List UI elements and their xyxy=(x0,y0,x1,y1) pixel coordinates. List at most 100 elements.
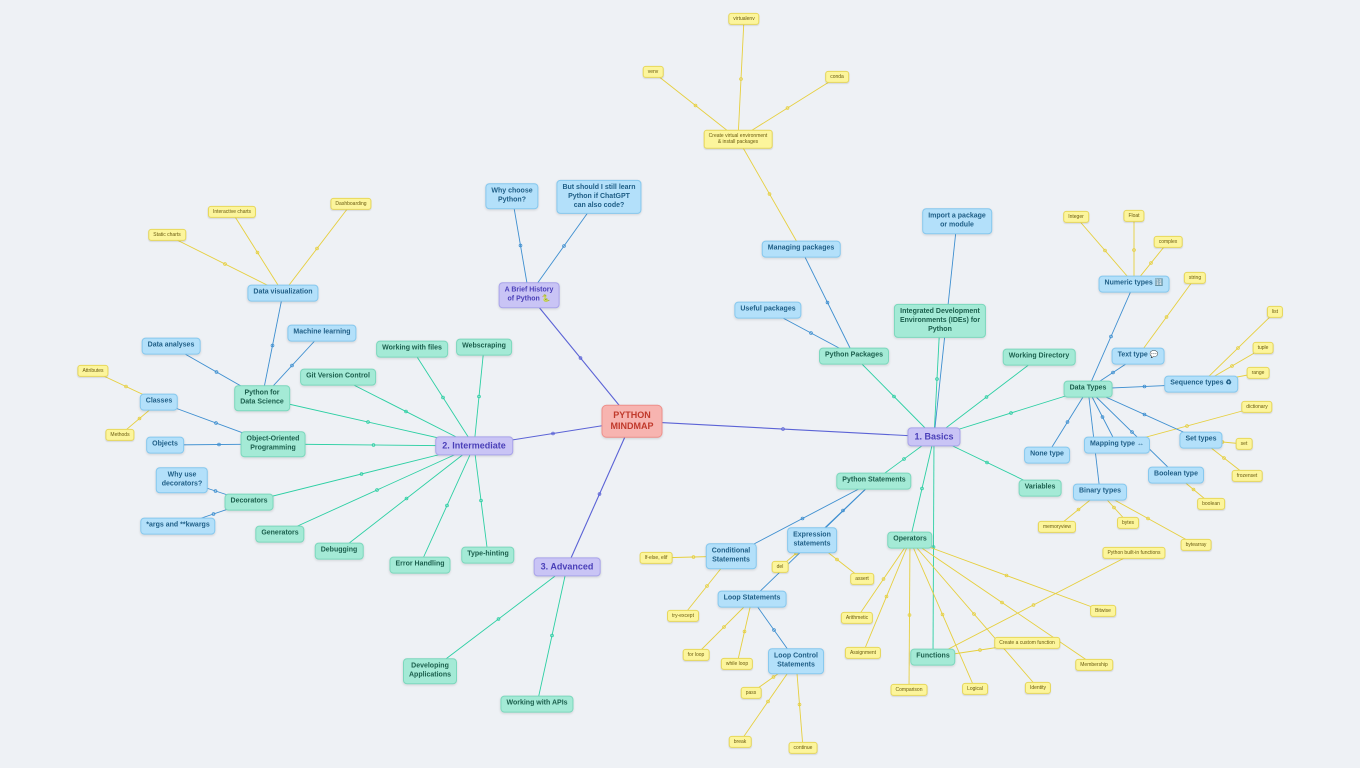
node-interactive[interactable]: Interactive charts xyxy=(207,205,257,219)
node-args[interactable]: *args and **kwargs xyxy=(140,517,216,535)
node-complex[interactable]: complex xyxy=(1153,235,1183,249)
node-range[interactable]: range xyxy=(1246,366,1270,380)
connector-intermediate-decorators xyxy=(248,445,475,503)
node-dashboarding[interactable]: Dashboarding xyxy=(330,197,372,211)
node-dataviz[interactable]: Data visualization xyxy=(247,284,319,302)
node-identity[interactable]: Identity xyxy=(1024,681,1052,695)
node-set[interactable]: set xyxy=(1235,437,1253,451)
node-pyds[interactable]: Python for Data Science xyxy=(234,385,290,411)
node-ide[interactable]: Integrated Development Environments (IDE… xyxy=(893,303,987,339)
node-useful[interactable]: Useful packages xyxy=(734,301,802,319)
node-sequence[interactable]: Sequence types ♻ xyxy=(1164,375,1238,393)
node-custom[interactable]: Create a custom function xyxy=(994,636,1060,650)
node-integer[interactable]: Integer xyxy=(1063,210,1089,224)
node-git[interactable]: Git Version Control xyxy=(300,368,376,386)
node-assignment[interactable]: Assignment xyxy=(844,646,882,660)
node-files[interactable]: Working with files xyxy=(376,340,448,358)
node-boolean[interactable]: boolean xyxy=(1197,497,1225,511)
node-break[interactable]: break xyxy=(728,735,752,749)
node-del[interactable]: del xyxy=(771,560,789,574)
node-bytearray[interactable]: bytearray xyxy=(1180,538,1212,552)
node-text-type[interactable]: Text type 💬 xyxy=(1111,347,1165,365)
node-set-types[interactable]: Set types xyxy=(1179,431,1223,449)
connector-dataviz-static xyxy=(166,234,284,294)
node-static[interactable]: Static charts xyxy=(148,228,186,242)
node-bool-type[interactable]: Boolean type xyxy=(1148,466,1204,484)
connector-dot-venv-virtualenv xyxy=(739,77,743,81)
node-ifelse[interactable]: If-else, elif xyxy=(639,551,673,565)
connector-dot-advanced-apis xyxy=(550,633,554,638)
node-functions[interactable]: Functions xyxy=(910,648,956,666)
node-data-types[interactable]: Data Types xyxy=(1063,380,1113,398)
node-expression[interactable]: Expression statements xyxy=(787,527,837,553)
connector-dot-data_types-mapping xyxy=(1100,415,1105,419)
node-why-decor[interactable]: Why use decorators? xyxy=(155,467,209,493)
node-root[interactable]: PYTHON MINDMAP xyxy=(601,404,663,438)
node-logical[interactable]: Logical xyxy=(962,682,988,696)
node-devapps[interactable]: Developing Applications xyxy=(402,658,458,684)
node-numeric[interactable]: Numeric types 🔢 xyxy=(1098,275,1170,293)
node-workdir[interactable]: Working Directory xyxy=(1002,348,1076,366)
connector-dot-basics-workdir xyxy=(984,395,989,399)
node-operators[interactable]: Operators xyxy=(887,531,933,549)
node-venv-mod[interactable]: venv xyxy=(642,65,664,79)
node-debugging[interactable]: Debugging xyxy=(314,542,364,560)
node-variables[interactable]: Variables xyxy=(1018,479,1062,497)
node-continue[interactable]: continue xyxy=(788,741,818,755)
node-attributes[interactable]: Attributes xyxy=(77,364,109,378)
node-tryexcept[interactable]: try-except xyxy=(667,609,699,623)
node-list[interactable]: list xyxy=(1266,305,1284,319)
node-methods[interactable]: Methods xyxy=(105,428,135,442)
node-analyses[interactable]: Data analyses xyxy=(141,337,201,355)
connector-dot-bool_type-boolean xyxy=(1191,487,1196,492)
node-typehint[interactable]: Type-hinting xyxy=(461,546,515,564)
node-chatgpt[interactable]: But should I still learn Python if ChatG… xyxy=(556,179,642,215)
node-bytes[interactable]: bytes xyxy=(1117,516,1139,530)
node-builtin[interactable]: Python built-in functions xyxy=(1102,546,1166,560)
node-float[interactable]: Float xyxy=(1123,209,1145,223)
node-import-pkg[interactable]: Import a package or module xyxy=(922,208,992,234)
node-venv[interactable]: Create virtual environment & install pac… xyxy=(703,129,773,149)
node-memoryview[interactable]: memoryview xyxy=(1037,520,1077,534)
node-intermediate[interactable]: 2. Intermediate xyxy=(435,436,513,456)
node-whileloop[interactable]: while loop xyxy=(720,657,754,671)
connector-history-why_python xyxy=(511,195,530,296)
node-py-statements[interactable]: Python Statements xyxy=(836,472,912,490)
node-arithmetic[interactable]: Arithmetic xyxy=(840,611,874,625)
node-classes[interactable]: Classes xyxy=(139,393,179,411)
node-generators[interactable]: Generators xyxy=(255,525,305,543)
node-objects[interactable]: Objects xyxy=(146,436,184,454)
node-oop[interactable]: Object-Oriented Programming xyxy=(240,431,306,457)
node-loop[interactable]: Loop Statements xyxy=(717,590,787,608)
node-conda[interactable]: conda xyxy=(825,70,849,84)
node-py-packages[interactable]: Python Packages xyxy=(819,347,889,365)
node-frozenset[interactable]: frozenset xyxy=(1231,469,1263,483)
node-conditional[interactable]: Conditional Statements xyxy=(705,543,757,569)
node-virtualenv[interactable]: virtualenv xyxy=(728,12,760,26)
node-forloop[interactable]: for loop xyxy=(682,648,710,662)
node-loopcontrol[interactable]: Loop Control Statements xyxy=(768,648,824,674)
node-dictionary[interactable]: dictionary xyxy=(1241,400,1273,414)
node-ml[interactable]: Machine learning xyxy=(287,324,357,342)
node-pass[interactable]: pass xyxy=(740,686,762,700)
node-string[interactable]: string xyxy=(1183,271,1207,285)
node-basics[interactable]: 1. Basics xyxy=(907,427,961,447)
node-bitwise[interactable]: Bitwise xyxy=(1090,604,1116,618)
node-tuple[interactable]: tuple xyxy=(1252,341,1274,355)
node-none-type[interactable]: None type xyxy=(1024,446,1070,464)
node-apis[interactable]: Working with APIs xyxy=(500,695,574,713)
node-decorators[interactable]: Decorators xyxy=(224,493,274,511)
node-assert[interactable]: assert xyxy=(850,572,874,586)
node-history[interactable]: A Brief History of Python 🐍 xyxy=(498,282,560,308)
node-membership[interactable]: Membership xyxy=(1075,658,1113,672)
node-comparison[interactable]: Comparison xyxy=(890,683,928,697)
connector-dot-intermediate-oop xyxy=(371,443,376,447)
node-why-python[interactable]: Why choose Python? xyxy=(485,183,539,209)
node-advanced[interactable]: 3. Advanced xyxy=(533,557,601,577)
node-binary[interactable]: Binary types xyxy=(1072,483,1128,501)
node-managing[interactable]: Managing packages xyxy=(761,240,841,258)
node-mapping[interactable]: Mapping type ↔ xyxy=(1083,436,1151,454)
node-webscraping[interactable]: Webscraping xyxy=(456,338,512,356)
node-errors[interactable]: Error Handling xyxy=(389,556,451,574)
